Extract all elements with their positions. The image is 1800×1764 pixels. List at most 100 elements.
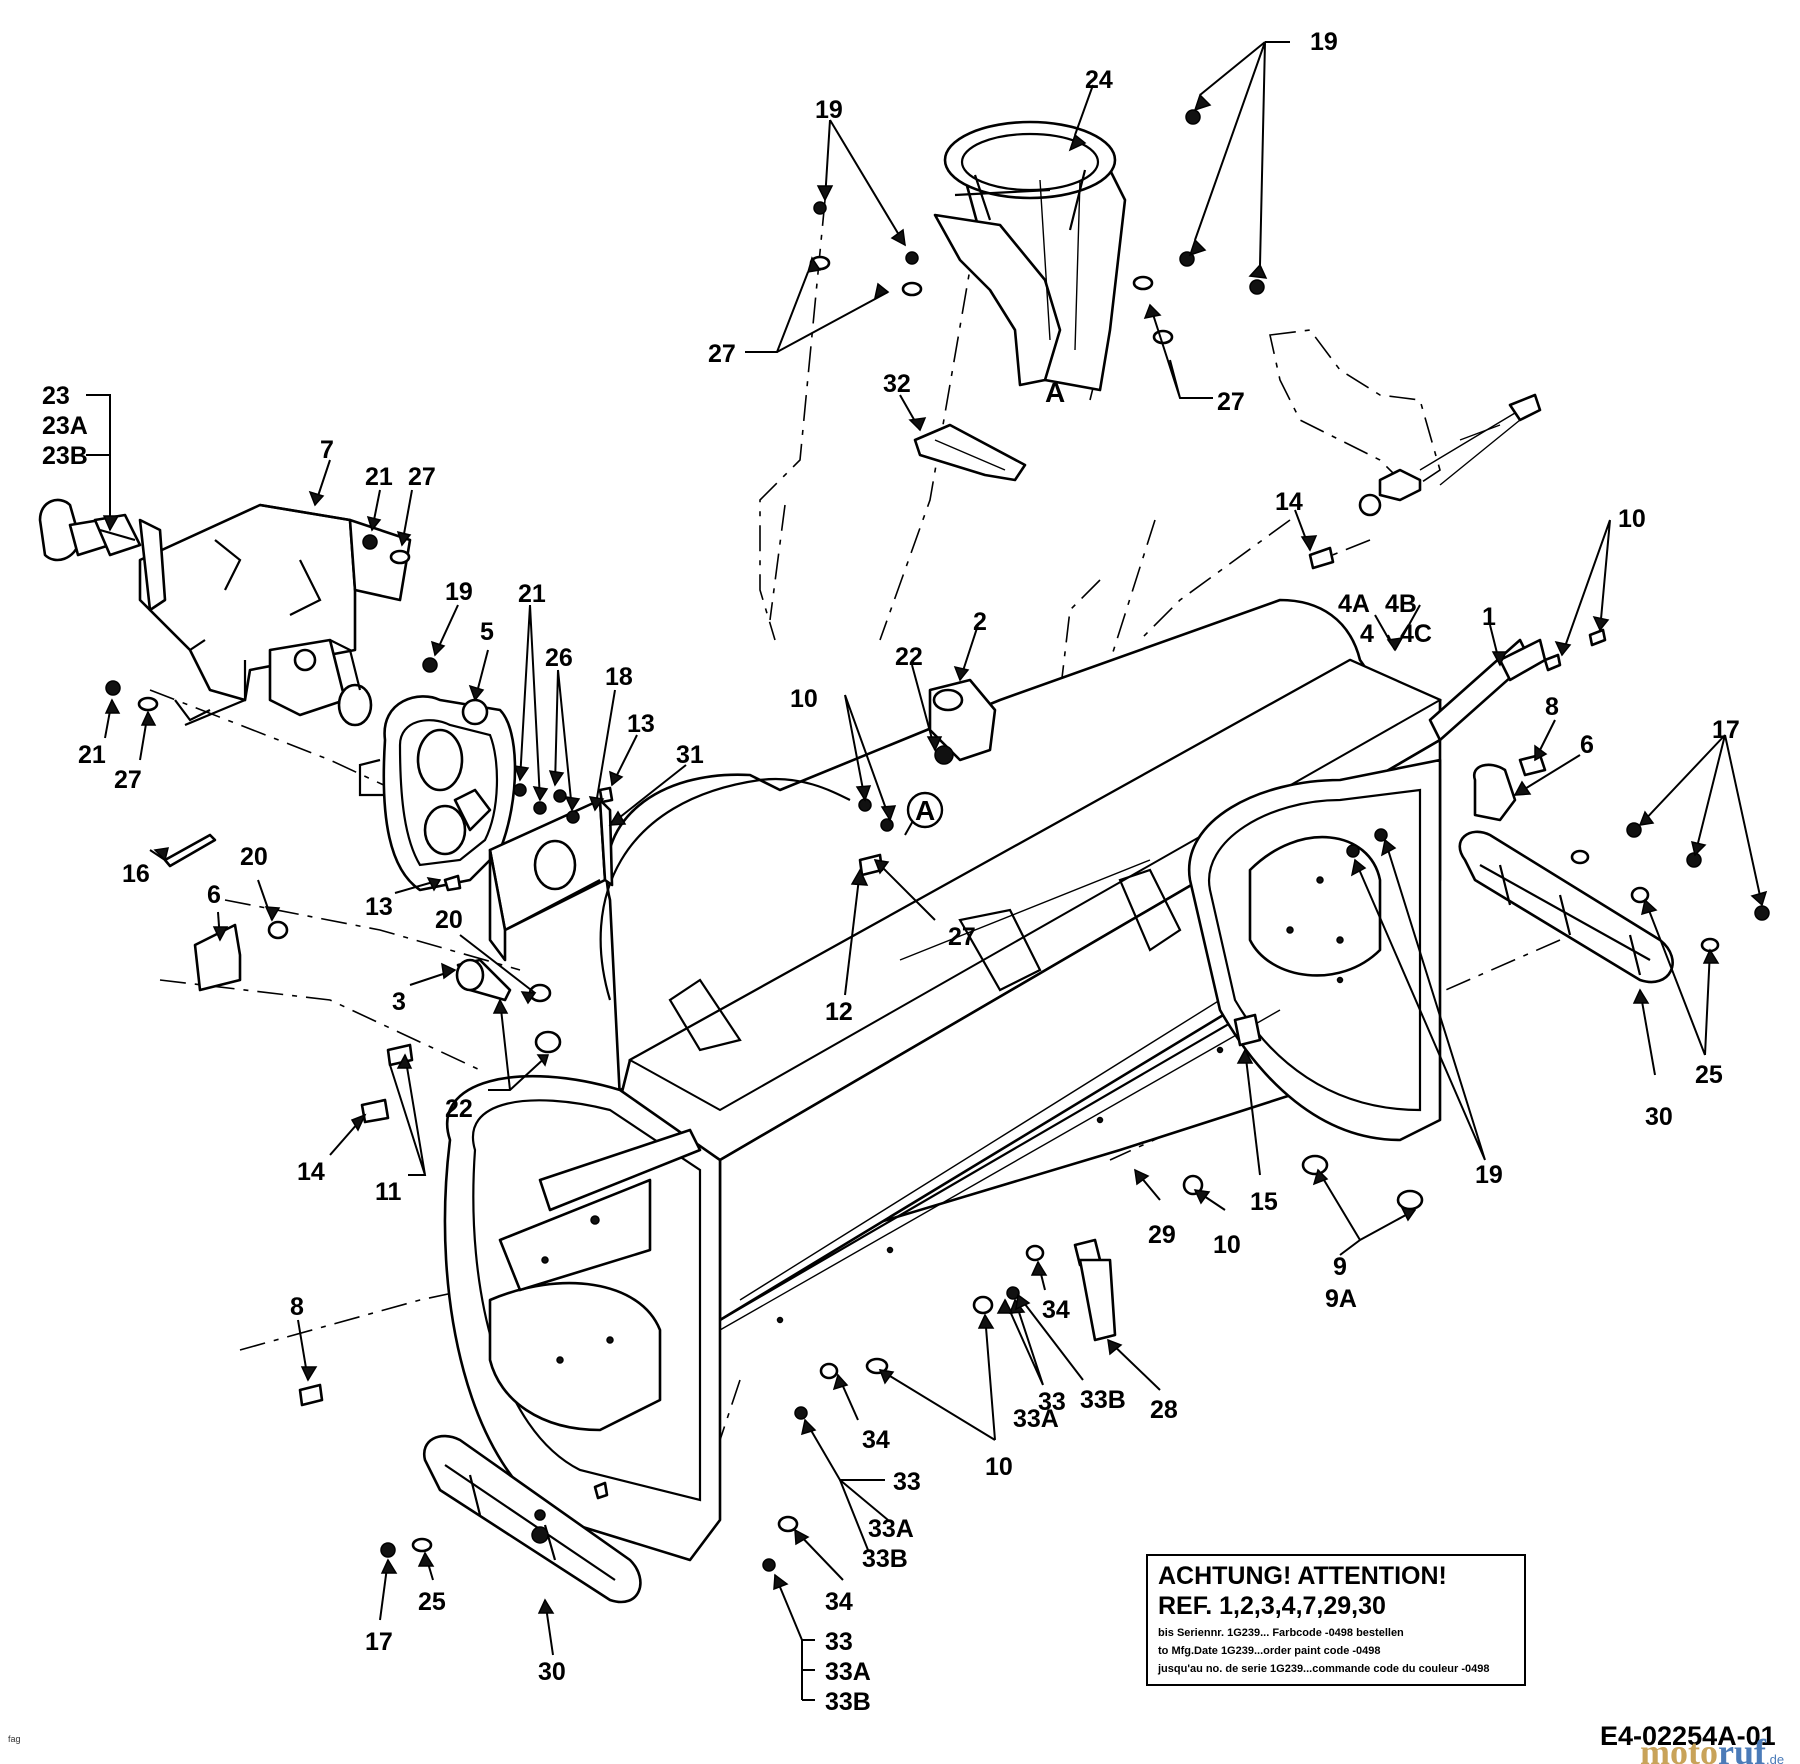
- callout-21: 21: [518, 580, 546, 608]
- callout-33: 33: [825, 1628, 853, 1656]
- callout-9: 9: [1333, 1253, 1347, 1281]
- callout-23: 23: [42, 382, 70, 410]
- callout-18: 18: [605, 663, 633, 691]
- callout-22: 22: [445, 1095, 473, 1123]
- callout-23B: 23B: [42, 442, 88, 470]
- callout-21: 21: [78, 741, 106, 769]
- callout-16: 16: [122, 860, 150, 888]
- callout-26: 26: [545, 644, 573, 672]
- frame-bracket-1: [1428, 638, 1547, 742]
- document-id: E4-02254A-01: [1600, 1721, 1776, 1751]
- arrowheads: [102, 93, 1768, 1614]
- callout-15: 15: [1250, 1188, 1278, 1216]
- notice-title: ACHTUNG! ATTENTION!: [1158, 1562, 1447, 1590]
- callout-31: 31: [676, 741, 704, 769]
- callout-13: 13: [627, 710, 655, 738]
- notice-ref: REF. 1,2,3,4,7,29,30: [1158, 1592, 1386, 1620]
- callout-9A: 9A: [1325, 1285, 1357, 1313]
- callout-25: 25: [418, 1588, 446, 1616]
- callout-33A: 33A: [1013, 1405, 1059, 1433]
- notice-line-fr: jusqu'au no. de serie 1G239...commande c…: [1157, 1663, 1490, 1675]
- deflector-plate-32: [913, 423, 1027, 482]
- reference-a-circle-label: A: [915, 795, 935, 826]
- callout-21: 21: [365, 463, 393, 491]
- callout-33B: 33B: [1080, 1386, 1126, 1414]
- fasteners: [105, 109, 1770, 1572]
- watermark-part2: ruf: [1718, 1732, 1767, 1764]
- callout-17: 17: [1712, 716, 1740, 744]
- callout-33: 33: [1038, 1388, 1066, 1416]
- gearbox-bracket-31: [488, 798, 614, 962]
- callout-7: 7: [320, 436, 334, 464]
- callout-4B: 4B: [1385, 590, 1417, 618]
- callout-6: 6: [207, 881, 221, 909]
- callout-34: 34: [862, 1426, 890, 1454]
- leader-lines: [86, 41, 1763, 1701]
- callout-10: 10: [985, 1453, 1013, 1481]
- callout-33B: 33B: [825, 1688, 871, 1716]
- notice-line-de: bis Seriennr. 1G239... Farbcode -0498 be…: [1158, 1627, 1404, 1639]
- callout-6: 6: [1580, 731, 1594, 759]
- callout-10: 10: [1213, 1231, 1241, 1259]
- callout-1: 1: [1482, 603, 1496, 631]
- callout-27: 27: [708, 340, 736, 368]
- callout-25: 25: [1695, 1061, 1723, 1089]
- watermark-suffix: .de: [1766, 1752, 1784, 1764]
- callout-27: 27: [948, 923, 976, 951]
- reference-a-label: A: [1045, 377, 1065, 408]
- gearbox-5: [358, 695, 517, 892]
- callout-14: 14: [1275, 488, 1303, 516]
- pulley-shaft-23: [38, 498, 167, 612]
- callout-29: 29: [1148, 1221, 1176, 1249]
- discharge-chute-24: [933, 120, 1127, 392]
- callout-10: 10: [1618, 505, 1646, 533]
- svg-text:motoruf.de: motoruf.de: [1640, 1732, 1784, 1764]
- callout-4: 4: [1360, 620, 1374, 648]
- callout-20: 20: [240, 843, 268, 871]
- crank-linkage: [1269, 329, 1542, 517]
- callout-14: 14: [297, 1158, 325, 1186]
- callout-33: 33: [893, 1468, 921, 1496]
- callout-4A: 4A: [1338, 590, 1370, 618]
- callout-33A: 33A: [825, 1658, 871, 1686]
- watermark: motoruf.de: [1640, 1732, 1784, 1764]
- callout-34: 34: [825, 1588, 853, 1616]
- callout-19: 19: [1475, 1161, 1503, 1189]
- auger-housing-4: [443, 598, 1443, 1562]
- callout-17: 17: [365, 1628, 393, 1656]
- callout-33B: 33B: [862, 1545, 908, 1573]
- callout-34: 34: [1042, 1296, 1070, 1324]
- cv-joint: [268, 638, 373, 727]
- callout-5: 5: [480, 618, 494, 646]
- shave-plate-29: [719, 1009, 1281, 1331]
- callout-19: 19: [445, 578, 473, 606]
- callout-33A: 33A: [868, 1515, 914, 1543]
- callout-10: 10: [790, 685, 818, 713]
- notice-line-en: to Mfg.Date 1G239...order paint code -04…: [1158, 1645, 1381, 1657]
- callout-23A: 23A: [42, 412, 88, 440]
- callout-27: 27: [114, 766, 142, 794]
- callout-8: 8: [1545, 693, 1559, 721]
- callout-8: 8: [290, 1293, 304, 1321]
- callout-19: 19: [1310, 28, 1338, 56]
- skid-shoe-30-left: [422, 1434, 642, 1604]
- callout-4C: 4C: [1400, 620, 1432, 648]
- callout-22: 22: [895, 643, 923, 671]
- callout-3: 3: [392, 988, 406, 1016]
- callout-24: 24: [1085, 66, 1113, 94]
- callout-2: 2: [973, 608, 987, 636]
- callout-12: 12: [825, 998, 853, 1026]
- callout-19: 19: [815, 96, 843, 124]
- callout-27: 27: [408, 463, 436, 491]
- callout-13: 13: [365, 893, 393, 921]
- paint-code-notice: ACHTUNG! ATTENTION! REF. 1,2,3,4,7,29,30…: [1146, 1554, 1526, 1686]
- reference-a-circle: [906, 791, 944, 829]
- callout-20: 20: [435, 906, 463, 934]
- callout-27: 27: [1217, 388, 1245, 416]
- watermark-part1: moto: [1640, 1732, 1718, 1764]
- corner-mark: fag: [8, 1734, 21, 1744]
- callout-11: 11: [375, 1178, 402, 1206]
- callout-32: 32: [883, 370, 911, 398]
- callout-30: 30: [1645, 1103, 1673, 1131]
